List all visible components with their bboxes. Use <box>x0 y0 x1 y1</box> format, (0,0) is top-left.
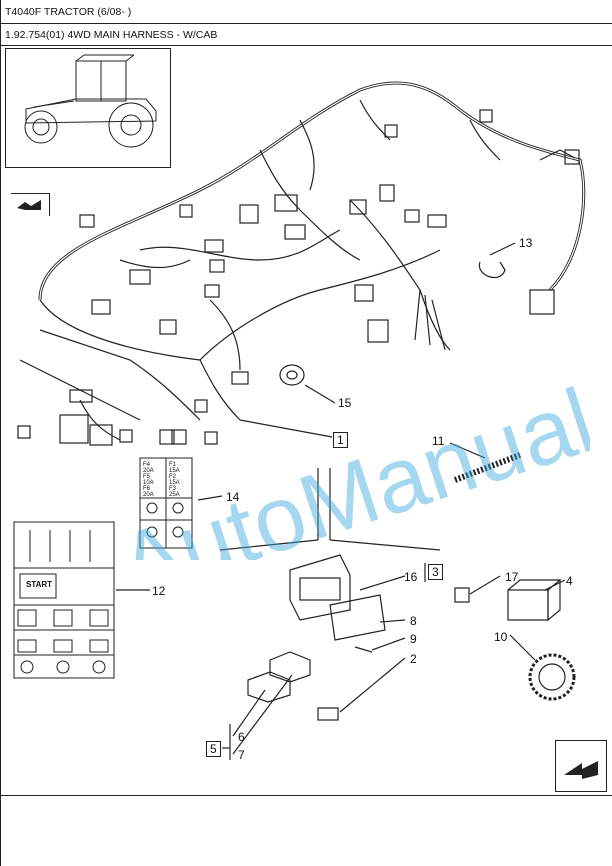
callout-9[interactable]: 9 <box>410 632 417 646</box>
callout-14[interactable]: 14 <box>226 490 240 504</box>
decal-fuse-f6: F6 20A <box>143 486 154 498</box>
callout-2[interactable]: 2 <box>410 652 417 666</box>
callout-11[interactable]: 11 <box>432 434 445 448</box>
next-arrow-icon <box>564 761 598 779</box>
header-model-row: T4040F TRACTOR (6/08- ) <box>0 0 612 24</box>
header-section-row: 1.92.754(01) 4WD MAIN HARNESS - W/CAB <box>0 23 612 46</box>
callout-8[interactable]: 8 <box>410 614 417 628</box>
tractor-thumbnail[interactable] <box>5 48 171 216</box>
callout-7[interactable]: 7 <box>238 748 245 762</box>
decal-start-label: START <box>26 580 53 589</box>
page-left-rule <box>0 0 1 866</box>
model-title: T4040F TRACTOR (6/08- ) <box>5 6 132 18</box>
watermark-text: AutoManual <box>107 370 590 560</box>
callout-12[interactable]: 12 <box>152 584 166 598</box>
callout-17[interactable]: 17 <box>505 570 519 584</box>
callout-15[interactable]: 15 <box>338 396 352 410</box>
decal-fuse-f1: F1 15A <box>169 462 180 474</box>
callout-6[interactable]: 6 <box>238 730 245 744</box>
arrow-icon <box>17 200 41 210</box>
tractor-icon <box>24 54 157 148</box>
callout-13[interactable]: 13 <box>519 236 533 250</box>
decal-fuse-f2: F2 15A <box>169 474 180 486</box>
section-title: 1.92.754(01) 4WD MAIN HARNESS - W/CAB <box>5 29 218 41</box>
callout-5[interactable]: 5 <box>206 741 221 757</box>
callout-4[interactable]: 4 <box>566 574 573 588</box>
watermark: AutoManual <box>107 370 590 560</box>
next-page-button[interactable] <box>555 740 607 792</box>
page-bottom-rule <box>0 795 612 796</box>
decal-fuse-f5: F5 10A <box>143 474 154 486</box>
decal-fuse-f4: F4 20A <box>143 462 154 474</box>
thumbnail-arrow-box <box>11 193 50 216</box>
callout-3[interactable]: 3 <box>428 564 443 580</box>
callout-10[interactable]: 10 <box>494 630 508 644</box>
callout-1[interactable]: 1 <box>333 432 348 448</box>
decal-fuse-f3: F3 25A <box>169 486 180 498</box>
callout-16[interactable]: 16 <box>404 570 418 584</box>
